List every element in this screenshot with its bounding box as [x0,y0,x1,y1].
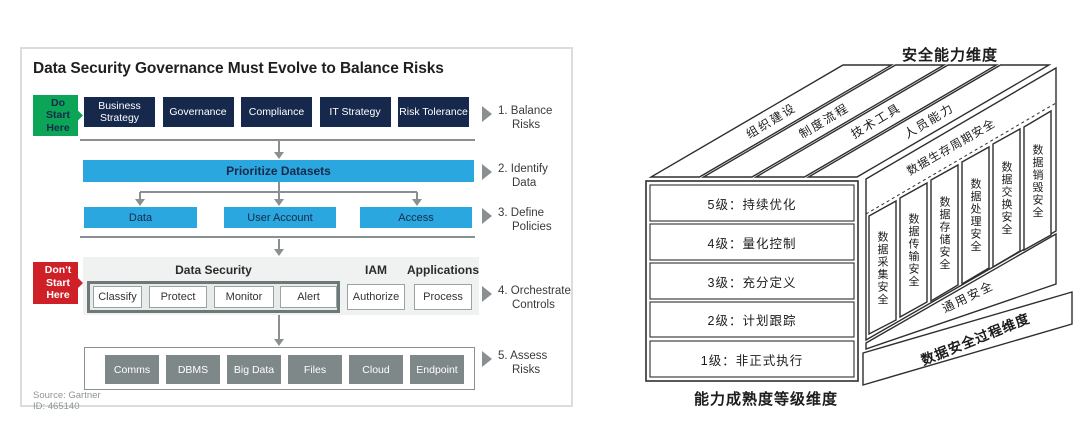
assess-box-big-data: Big Data [227,355,281,384]
dsmm-cube-lines [645,64,1073,386]
lifecycle-column-storage: 数据存储安全 [938,195,950,271]
lifecycle-column-collection: 数据采集安全 [876,230,888,306]
step-2-identify-data: 2. Identify Data [482,163,548,190]
strategy-box-compliance: Compliance [241,97,312,127]
strategy-box-risk-tolerance: Risk Tolerance [398,97,469,127]
maturity-level-2: 2级：计划跟踪 [707,314,797,328]
assess-box-files: Files [288,355,342,384]
control-box-protect: Protect [149,286,207,308]
step-label: 1. Balance Risks [498,105,553,131]
badge-line: Don't [44,264,72,277]
badge-line: Here [46,289,70,302]
strategy-box-business-strategy: Business Strategy [84,97,155,127]
lifecycle-column-processing: 数据处理安全 [969,177,981,253]
do-start-here-badge: Do Start Here [33,95,83,136]
policy-box-user-account: User Account [224,207,336,228]
lifecycle-column-destruction: 数据销毁安全 [1031,143,1043,219]
card-title: Data Security Governance Must Evolve to … [33,60,444,77]
badge-line: Do [51,96,65,109]
applications-header: Applications [407,263,480,277]
badge-line: Here [46,121,70,134]
step-arrow-icon [482,106,492,122]
policy-box-data: Data [84,207,197,228]
step-3-define-policies: 3. Define Policies [482,207,552,234]
dont-start-here-badge: Don't Start Here [33,262,83,304]
control-box-alert: Alert [280,286,337,308]
step-label: 4. Orchestrate Controls [498,285,571,311]
step-label: 5. Assess Risks [498,350,548,376]
step-label: 3. Define Policies [498,207,552,233]
step-4-orchestrate-controls: 4. Orchestrate Controls [482,285,571,312]
assess-box-comms: Comms [105,355,159,384]
maturity-level-5: 5级：持续优化 [707,197,797,212]
figure-id-label: ID: 465140 [33,401,80,412]
gartner-card: Data Security Governance Must Evolve to … [20,47,573,412]
badge-line: Start [46,276,70,289]
source-label: Source: Gartner [33,390,101,401]
maturity-level-4: 4级：量化控制 [707,236,797,251]
maturity-axis-title: 能力成熟度等级维度 [693,391,838,408]
assess-box-dbms: DBMS [166,355,220,384]
assess-box-cloud: Cloud [349,355,403,384]
lifecycle-column-exchange: 数据交换安全 [1000,160,1012,236]
control-box-monitor: Monitor [214,286,274,308]
iam-header: IAM [365,263,387,277]
strategy-box-governance: Governance [162,97,234,127]
control-box-process: Process [414,284,472,310]
data-security-header: Data Security [175,263,252,277]
step-5-assess-risks: 5. Assess Risks [482,350,547,377]
step-arrow-icon [482,164,492,180]
maturity-level-1: 1级：非正式执行 [700,353,804,368]
step-arrow-icon [482,208,492,224]
step-label: 2. Identify Data [498,163,548,189]
control-box-classify: Classify [93,286,142,308]
assess-box-endpoint: Endpoint [410,355,464,384]
lifecycle-column-transmission: 数据传输安全 [907,212,919,288]
control-box-authorize: Authorize [347,284,405,310]
strategy-box-it-strategy: IT Strategy [319,97,391,127]
step-arrow-icon [482,351,492,367]
maturity-level-3: 3级：充分定义 [707,275,797,290]
connector-lines [80,139,475,346]
capability-axis-title: 安全能力维度 [901,47,998,64]
badge-line: Start [46,109,70,122]
policy-box-access: Access [360,207,472,228]
prioritize-datasets-bar: Prioritize Datasets [83,160,474,182]
step-arrow-icon [482,286,492,302]
step-1-balance-risks: 1. Balance Risks [482,105,552,132]
